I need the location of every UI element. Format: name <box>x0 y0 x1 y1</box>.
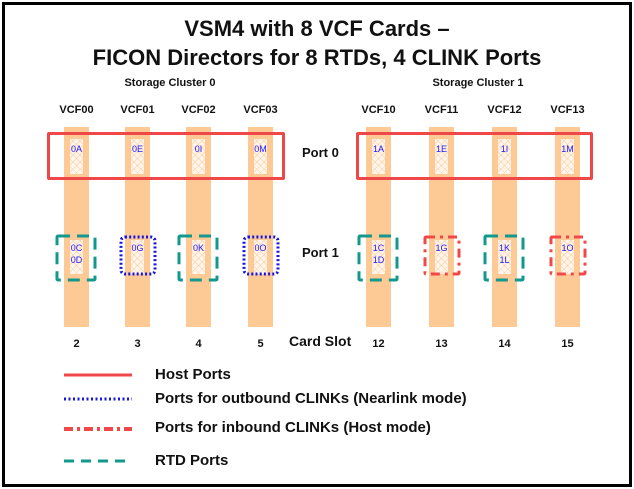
legend-rtd-label: RTD Ports <box>155 452 229 469</box>
card-name: VCF10 <box>361 104 396 116</box>
cluster-1-label: Storage Cluster 1 <box>432 77 524 89</box>
port1-id: 1G <box>435 243 448 253</box>
legend-inbound-label: Ports for inbound CLINKs (Host mode) <box>155 419 431 436</box>
outbound-port-border <box>119 235 156 276</box>
host-ports-group-cluster-1 <box>356 132 593 180</box>
port1-id: 1O <box>561 243 574 253</box>
card-slot-number: 13 <box>435 338 448 350</box>
port1-chip: 1O <box>561 240 574 274</box>
card-slot-number: 5 <box>257 338 264 350</box>
rtd-port-border <box>177 234 218 282</box>
inbound-port-border <box>549 235 586 276</box>
rtd-port-border <box>357 234 398 282</box>
port1-id: 0O <box>254 243 267 253</box>
port0-chip: 0M <box>254 139 267 174</box>
port1-chip: 1G <box>435 240 448 274</box>
card-name: VCF00 <box>59 104 94 116</box>
port1-id: 0K <box>192 243 204 253</box>
cluster-0-label: Storage Cluster 0 <box>124 77 216 89</box>
port0-chip: 1E <box>435 139 448 174</box>
port0-chip: 0A <box>70 139 83 174</box>
inbound-port-border <box>423 235 460 276</box>
card-slot-row-label: Card Slot <box>289 333 352 349</box>
legend-outbound-label: Ports for outbound CLINKs (Nearlink mode… <box>155 390 467 407</box>
port1-row-label: Port 1 <box>302 245 339 260</box>
card-name: VCF13 <box>550 104 585 116</box>
port0-chip: 1I <box>498 139 511 174</box>
port1-chip: 0G <box>131 240 144 274</box>
port1-id: 0C <box>70 243 83 253</box>
port1-id: 1L <box>499 255 510 265</box>
outbound-port-border <box>242 235 279 276</box>
rtd-port-border <box>55 234 96 282</box>
diagram-title-line2: FICON Directors for 8 RTDs, 4 CLINK Port… <box>92 45 542 70</box>
card-slot-number: 2 <box>73 338 80 350</box>
diagram-title-line1: VSM4 with 8 VCF Cards – <box>184 16 450 41</box>
port1-chip: 0K <box>192 240 205 274</box>
card-slot-number: 12 <box>372 338 385 350</box>
port1-id: 1D <box>372 255 385 265</box>
card-slot-number: 15 <box>561 338 574 350</box>
card-slot-number: 3 <box>134 338 141 350</box>
port0-chip: 1A <box>372 139 385 174</box>
legend-host-label: Host Ports <box>155 366 231 383</box>
port1-chip: 0O <box>254 240 267 274</box>
card-slot-number: 4 <box>195 338 202 350</box>
card-name: VCF12 <box>487 104 522 116</box>
card-name: VCF03 <box>243 104 278 116</box>
rtd-port-border <box>483 234 524 282</box>
card-slot-number: 14 <box>498 338 511 350</box>
card-name: VCF02 <box>181 104 216 116</box>
host-ports-group-cluster-0 <box>47 132 285 180</box>
port1-id: 0D <box>70 255 83 265</box>
port1-id: 1C <box>372 243 385 253</box>
port0-row-label: Port 0 <box>302 145 339 160</box>
port1-id: 1K <box>498 243 510 253</box>
port0-chip: 1M <box>561 139 574 174</box>
port1-id: 0G <box>131 243 144 253</box>
card-name: VCF11 <box>424 104 459 116</box>
port0-chip: 0I <box>192 139 205 174</box>
port0-chip: 0E <box>131 139 144 174</box>
card-name: VCF01 <box>120 104 155 116</box>
